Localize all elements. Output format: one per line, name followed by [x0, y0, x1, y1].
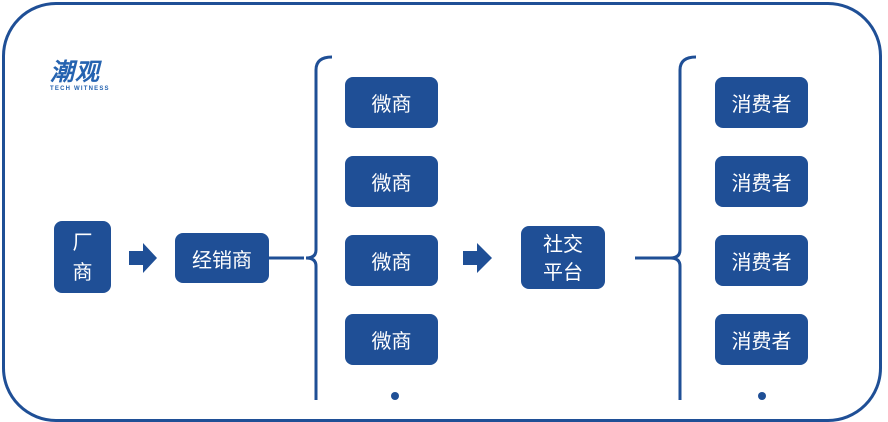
factory-label-line2: 商 — [72, 260, 93, 284]
factory-node: 厂 商 — [54, 221, 111, 293]
logo-title: 潮观 — [50, 58, 100, 86]
arrow-icon — [463, 243, 492, 273]
ellipsis-dot — [391, 392, 399, 400]
logo: 潮观 TECH WITNESS — [50, 60, 110, 92]
social-platform-label-line1: 社交 — [543, 231, 583, 256]
consumer-node: 消费者 — [715, 77, 808, 128]
logo-subtitle: TECH WITNESS — [50, 86, 110, 92]
bracket-right — [669, 55, 697, 400]
consumer-node: 消费者 — [715, 156, 808, 207]
arrow-icon — [129, 243, 157, 273]
consumer-node: 消费者 — [715, 314, 808, 365]
bracket-left — [305, 55, 333, 400]
micro-merchant-node: 微商 — [345, 77, 438, 128]
micro-merchant-node: 微商 — [345, 156, 438, 207]
social-platform-label-line2: 平台 — [543, 259, 583, 284]
distributor-node: 经销商 — [175, 233, 269, 283]
connectors — [129, 55, 766, 400]
micro-merchant-node: 微商 — [345, 235, 438, 286]
ellipsis-dot — [758, 392, 766, 400]
consumer-node: 消费者 — [715, 235, 808, 286]
factory-label-line1: 厂 — [72, 230, 93, 254]
micro-merchant-node: 微商 — [345, 314, 438, 365]
social-platform-node: 社交 平台 — [521, 226, 605, 289]
